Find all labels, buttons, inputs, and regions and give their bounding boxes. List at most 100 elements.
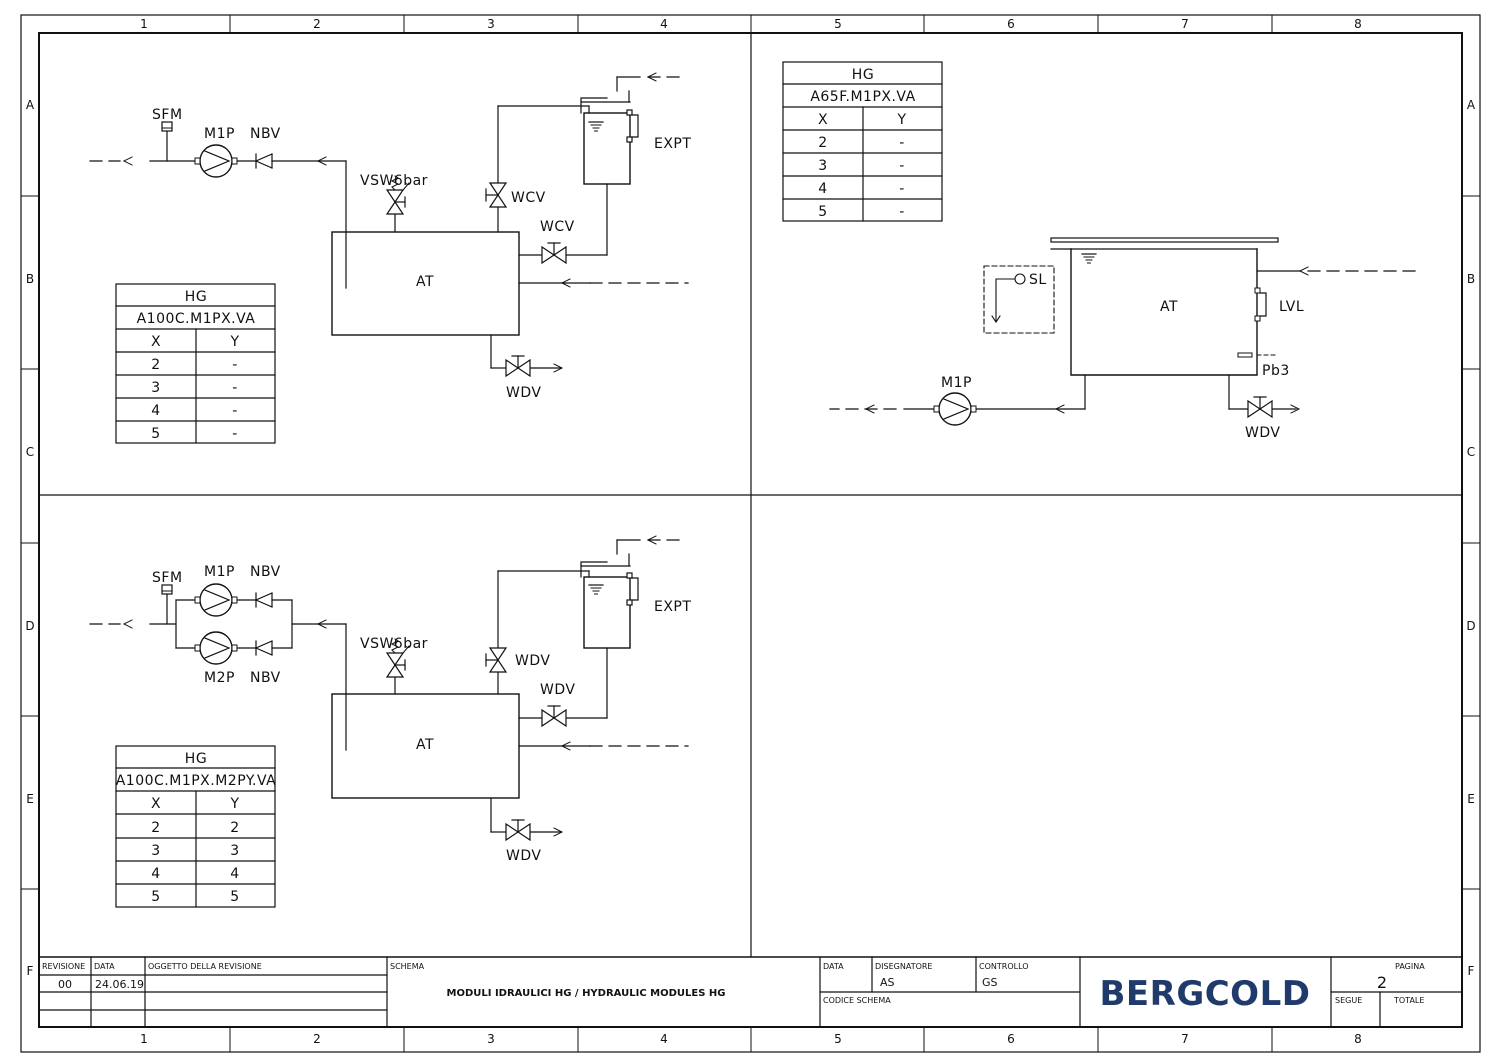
table-cell: - [232, 426, 238, 442]
row-label-right: E [1467, 792, 1475, 806]
tb-controllo-label: CONTROLLO [979, 962, 1029, 971]
valve-wdv-horizontal [541, 705, 567, 727]
tb-data2-label: DATA [823, 962, 844, 971]
label-at: AT [1160, 299, 1178, 315]
row-label-left: F [27, 964, 34, 978]
tb-pagina: 2 [1377, 973, 1387, 992]
label-m1p: M1P [941, 375, 972, 391]
table-cell: 2 [151, 357, 160, 373]
table-model: A100C.M1PX.M2PY.VA [116, 773, 277, 789]
col-label-top: 7 [1181, 17, 1189, 31]
check-valve-nbv-top [255, 592, 273, 608]
diagram-top-right: HG A65F.M1PX.VA X Y 2 - 3 - 4 - 5 - [782, 61, 1423, 441]
label-m2p: M2P [204, 670, 235, 686]
row-label-left: A [26, 98, 35, 112]
tb-data-label: DATA [94, 962, 115, 971]
row-label-left: B [26, 272, 34, 286]
level-sensor-sl [983, 265, 1055, 334]
label-wdv-horizontal: WDV [540, 682, 575, 698]
table-cell: 3 [230, 843, 239, 859]
check-valve-nbv [255, 153, 273, 169]
row-label-right: C [1467, 445, 1475, 459]
check-valve-nbv-bottom [255, 640, 273, 656]
label-wcv-horizontal: WCV [540, 219, 575, 235]
model-table-top-left: HG A100C.M1PX.VA X Y 2 - 3 - 4 - 5 - [115, 283, 276, 444]
tb-schema-label: SCHEMA [390, 962, 425, 971]
table-col-x: X [151, 334, 161, 350]
table-header: HG [185, 289, 207, 305]
diagram-top-left: SFM M1P NBV VSW6bar WCV WCV EXPT AT WDV [89, 72, 691, 444]
col-label-bottom: 6 [1007, 1032, 1015, 1046]
col-label-top: 4 [660, 17, 668, 31]
diagram-bottom-left: SFM M1P NBV M2P NBV VSW6bar WDV WDV EXPT… [89, 535, 691, 908]
tb-oggetto-label: OGGETTO DELLA REVISIONE [148, 962, 262, 971]
table-col-x: X [151, 796, 161, 812]
tb-revision-date: 24.06.19 [95, 978, 144, 991]
label-vsw6bar: VSW6bar [360, 636, 428, 652]
col-label-bottom: 3 [487, 1032, 495, 1046]
table-col-y: Y [229, 796, 239, 812]
label-at: AT [416, 274, 434, 290]
expansion-tank-expt [580, 97, 639, 185]
bergcold-logo: BERGCOLD [1100, 974, 1311, 1014]
table-cell: 5 [151, 426, 160, 442]
label-pb3: Pb3 [1262, 363, 1290, 379]
table-cell: 2 [151, 820, 160, 836]
frame-column-labels: 1 2 3 4 5 6 7 8 1 2 3 4 5 6 7 8 [140, 17, 1362, 1046]
label-nbv-bottom: NBV [250, 670, 281, 686]
label-nbv-top: NBV [250, 564, 281, 580]
label-lvl: LVL [1279, 299, 1304, 315]
table-cell: 5 [230, 889, 239, 905]
table-cell: - [899, 181, 905, 197]
label-nbv: NBV [250, 126, 281, 142]
valve-wcv-vertical [485, 182, 507, 208]
pump-m2p [194, 631, 238, 665]
table-col-y: Y [229, 334, 239, 350]
col-label-bottom: 5 [834, 1032, 842, 1046]
table-cell: - [232, 357, 238, 373]
frame-row-labels: A B C D E F A B C D E F [25, 98, 1476, 978]
table-model: A65F.M1PX.VA [810, 89, 915, 105]
tb-pagina-label: PAGINA [1395, 962, 1425, 971]
tb-revision: 00 [58, 978, 72, 991]
col-label-bottom: 8 [1354, 1032, 1362, 1046]
table-col-y: Y [896, 112, 906, 128]
col-label-bottom: 2 [313, 1032, 321, 1046]
label-expt: EXPT [654, 136, 691, 152]
col-label-top: 6 [1007, 17, 1015, 31]
label-at: AT [416, 737, 434, 753]
label-wdv: WDV [506, 385, 541, 401]
table-cell: 4 [151, 866, 160, 882]
table-cell: 3 [151, 380, 160, 396]
table-cell: 2 [230, 820, 239, 836]
col-label-bottom: 1 [140, 1032, 148, 1046]
col-label-top: 8 [1354, 17, 1362, 31]
tank-at [331, 231, 520, 336]
row-label-right: B [1467, 272, 1475, 286]
table-model: A100C.M1PX.VA [137, 311, 256, 327]
flow-switch-sfm [161, 584, 173, 595]
col-label-bottom: 4 [660, 1032, 668, 1046]
title-block: REVISIONE DATA OGGETTO DELLA REVISIONE 0… [38, 956, 1463, 1028]
valve-wdv [505, 819, 531, 841]
tb-totale-label: TOTALE [1393, 996, 1424, 1005]
row-label-right: F [1468, 964, 1475, 978]
table-header: HG [852, 67, 874, 83]
valve-wdv [1247, 396, 1273, 418]
label-expt: EXPT [654, 599, 691, 615]
table-cell: 5 [818, 204, 827, 220]
row-label-left: E [26, 792, 34, 806]
label-wcv-vertical: WCV [511, 190, 546, 206]
valve-wdv-vertical [485, 647, 507, 673]
tb-controllo: GS [982, 976, 998, 989]
table-cell: 4 [230, 866, 239, 882]
labels-top-left: SFM M1P NBV VSW6bar WCV WCV EXPT AT WDV [152, 107, 691, 401]
col-label-top: 1 [140, 17, 148, 31]
table-cell: 4 [151, 403, 160, 419]
col-label-top: 5 [834, 17, 842, 31]
col-label-top: 3 [487, 17, 495, 31]
table-header: HG [185, 751, 207, 767]
model-table-bottom-left: HG A100C.M1PX.M2PY.VA X Y 2 2 3 3 4 4 5 … [115, 745, 277, 908]
table-cell: - [232, 380, 238, 396]
